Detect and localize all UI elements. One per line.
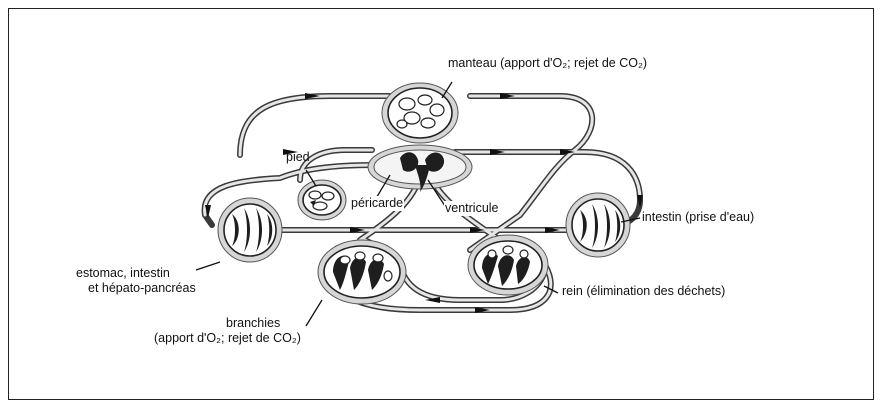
branchies-organ [318,240,406,304]
label-estomac-line1: estomac, intestin [76,266,170,281]
leader-estomac [196,262,220,270]
manteau-organ [382,83,458,143]
label-branchies-line2: (apport d'O₂; rejet de CO₂) [154,331,301,346]
label-intestin: intestin (prise d'eau) [642,210,754,225]
pied-organ [298,180,346,220]
label-estomac-line2: et hépato-pancréas [88,281,196,296]
intestin-organ [566,193,630,257]
rein-organ [468,235,548,295]
label-ventricule: ventricule [444,201,500,216]
estomac-organ [218,198,282,262]
leader-branchies [306,300,322,326]
label-manteau: manteau (apport d'O₂; rejet de CO₂) [448,56,647,71]
label-pericarde: péricarde [350,196,404,211]
label-pied: pied [286,150,310,165]
label-branchies-line1: branchies [226,316,280,331]
label-rein: rein (élimination des déchets) [562,284,725,299]
